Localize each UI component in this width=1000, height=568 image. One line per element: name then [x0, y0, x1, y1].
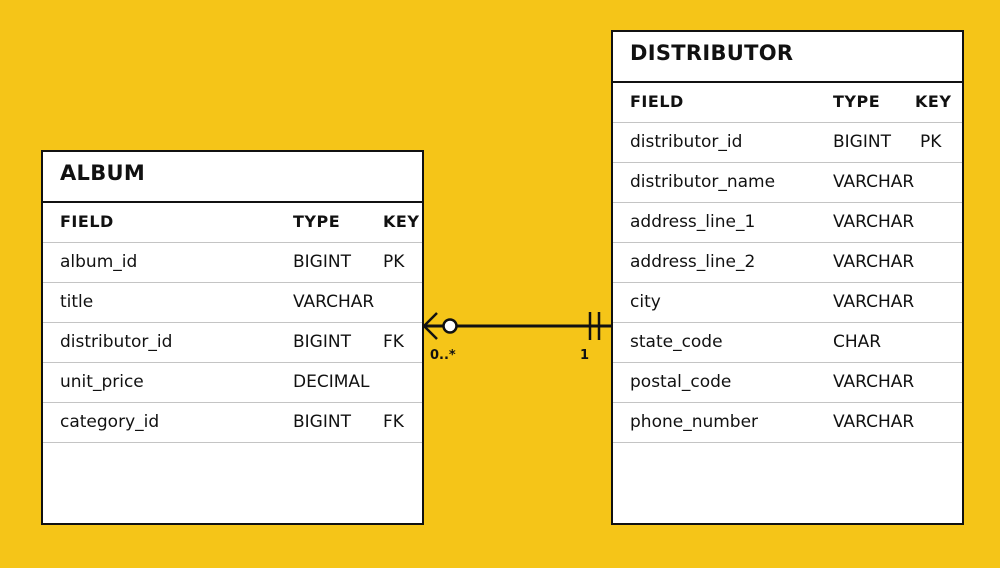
album-entity-title: ALBUM	[43, 152, 422, 203]
album-header-field: FIELD	[60, 212, 114, 231]
distributor-header-type: TYPE	[833, 92, 881, 111]
album-header-key: KEY	[383, 212, 420, 231]
album-row-category-id[interactable]: category_id BIGINT FK	[43, 403, 422, 443]
field-type: CHAR	[833, 332, 882, 352]
field-name: distributor_name	[630, 172, 776, 192]
album-header-row: FIELD TYPE KEY	[43, 203, 422, 243]
field-name: address_line_1	[630, 212, 756, 232]
field-name: state_code	[630, 332, 723, 352]
distributor-row-postal-code[interactable]: postal_code VARCHAR	[613, 363, 962, 403]
field-name: album_id	[60, 252, 138, 272]
zero-optionality-circle	[442, 318, 458, 334]
field-type: BIGINT	[293, 332, 351, 352]
field-name: distributor_id	[630, 132, 743, 152]
field-type: BIGINT	[293, 412, 351, 432]
distributor-header-key: KEY	[915, 92, 952, 111]
distributor-row-city[interactable]: city VARCHAR	[613, 283, 962, 323]
album-entity[interactable]: ALBUM FIELD TYPE KEY album_id BIGINT PK …	[41, 150, 424, 525]
distributor-row-phone-number[interactable]: phone_number VARCHAR	[613, 403, 962, 443]
crows-foot-lower-prong	[423, 325, 438, 340]
field-name: distributor_id	[60, 332, 173, 352]
field-name: category_id	[60, 412, 160, 432]
field-name: phone_number	[630, 412, 759, 432]
album-row-unit-price[interactable]: unit_price DECIMAL	[43, 363, 422, 403]
distributor-row-distributor-name[interactable]: distributor_name VARCHAR	[613, 163, 962, 203]
field-name: title	[60, 292, 94, 312]
field-name: city	[630, 292, 661, 312]
field-type: VARCHAR	[833, 172, 915, 192]
field-type: DECIMAL	[293, 372, 370, 392]
distributor-entity-title: DISTRIBUTOR	[613, 32, 962, 83]
field-type: VARCHAR	[293, 292, 375, 312]
album-row-album-id[interactable]: album_id BIGINT PK	[43, 243, 422, 283]
field-key: FK	[383, 412, 404, 432]
field-key: PK	[920, 132, 942, 152]
distributor-header-field: FIELD	[630, 92, 684, 111]
field-key: PK	[383, 252, 405, 272]
field-type: BIGINT	[833, 132, 891, 152]
album-row-distributor-id[interactable]: distributor_id BIGINT FK	[43, 323, 422, 363]
field-key: FK	[383, 332, 404, 352]
album-header-type: TYPE	[293, 212, 341, 231]
distributor-row-address-line-1[interactable]: address_line_1 VARCHAR	[613, 203, 962, 243]
distributor-row-state-code[interactable]: state_code CHAR	[613, 323, 962, 363]
crows-foot-upper-prong	[423, 312, 438, 327]
field-type: VARCHAR	[833, 412, 915, 432]
field-type: VARCHAR	[833, 252, 915, 272]
field-type: VARCHAR	[833, 292, 915, 312]
field-type: VARCHAR	[833, 372, 915, 392]
distributor-row-distributor-id[interactable]: distributor_id BIGINT PK	[613, 123, 962, 163]
field-name: postal_code	[630, 372, 732, 392]
distributor-entity[interactable]: DISTRIBUTOR FIELD TYPE KEY distributor_i…	[611, 30, 964, 525]
field-type: VARCHAR	[833, 212, 915, 232]
distributor-cardinality-label: 1	[580, 348, 589, 363]
field-name: address_line_2	[630, 252, 756, 272]
field-type: BIGINT	[293, 252, 351, 272]
distributor-row-address-line-2[interactable]: address_line_2 VARCHAR	[613, 243, 962, 283]
album-cardinality-label: 0..*	[430, 348, 456, 363]
album-row-title[interactable]: title VARCHAR	[43, 283, 422, 323]
field-name: unit_price	[60, 372, 144, 392]
distributor-header-row: FIELD TYPE KEY	[613, 83, 962, 123]
